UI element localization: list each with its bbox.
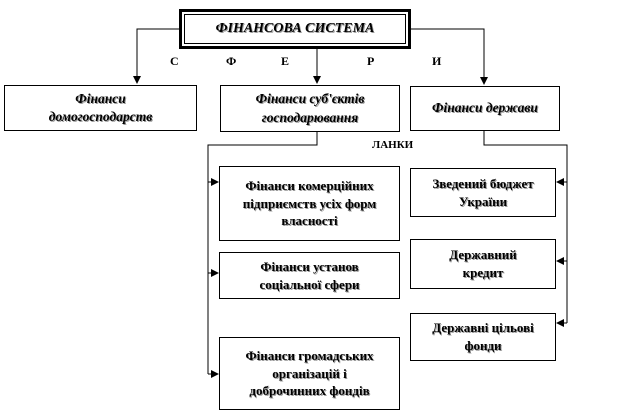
state-bracket-line <box>483 131 568 323</box>
link-social-institutions-label: Фінанси установ соціальної сфери <box>259 258 360 292</box>
link-state-target-funds: Державні цільові фонди <box>410 313 556 361</box>
arrow-to-state <box>411 28 488 85</box>
link-commercial-enterprises-label: Фінанси комерційних підприємств усіх фор… <box>242 178 377 229</box>
arrow-to-households <box>133 28 179 84</box>
spheres-letter-1: С <box>170 54 179 68</box>
link-public-organizations-label: Фінанси громадських організацій і доброч… <box>245 348 374 399</box>
links-label: ЛАНКИ <box>372 139 414 151</box>
title-box-outer <box>179 9 411 49</box>
spheres-letter-3: Е <box>281 54 290 68</box>
link-consolidated-budget: Зведений бюджет України <box>410 168 556 217</box>
sphere-state: Фінанси держави <box>410 86 560 131</box>
link-social-institutions: Фінанси установ соціальної сфери <box>219 252 400 299</box>
link-consolidated-budget-label: Зведений бюджет України <box>432 175 534 209</box>
spheres-letter-2: Ф <box>226 54 237 68</box>
link-commercial-enterprises: Фінанси комерційних підприємств усіх фор… <box>219 166 400 241</box>
link-state-credit-label: Державний кредит <box>449 247 517 280</box>
sphere-households-label: Фінанси домогосподарств <box>48 90 153 124</box>
sphere-state-label: Фінанси держави <box>432 100 538 116</box>
business-bracket-line <box>207 132 318 374</box>
sphere-business-label: Фінанси суб'єктів господарювання <box>255 91 365 125</box>
link-public-organizations: Фінанси громадських організацій і доброч… <box>219 337 400 410</box>
sphere-business: Фінанси суб'єктів господарювання <box>220 85 400 132</box>
sphere-households: Фінанси домогосподарств <box>4 85 197 131</box>
spheres-letter-5: И <box>432 54 442 68</box>
page-title: ФІНАНСОВА СИСТЕМА <box>184 14 406 44</box>
link-state-target-funds-label: Державні цільові фонди <box>432 320 534 353</box>
link-state-credit: Державний кредит <box>410 239 556 289</box>
spheres-letter-4: Р <box>367 54 375 68</box>
